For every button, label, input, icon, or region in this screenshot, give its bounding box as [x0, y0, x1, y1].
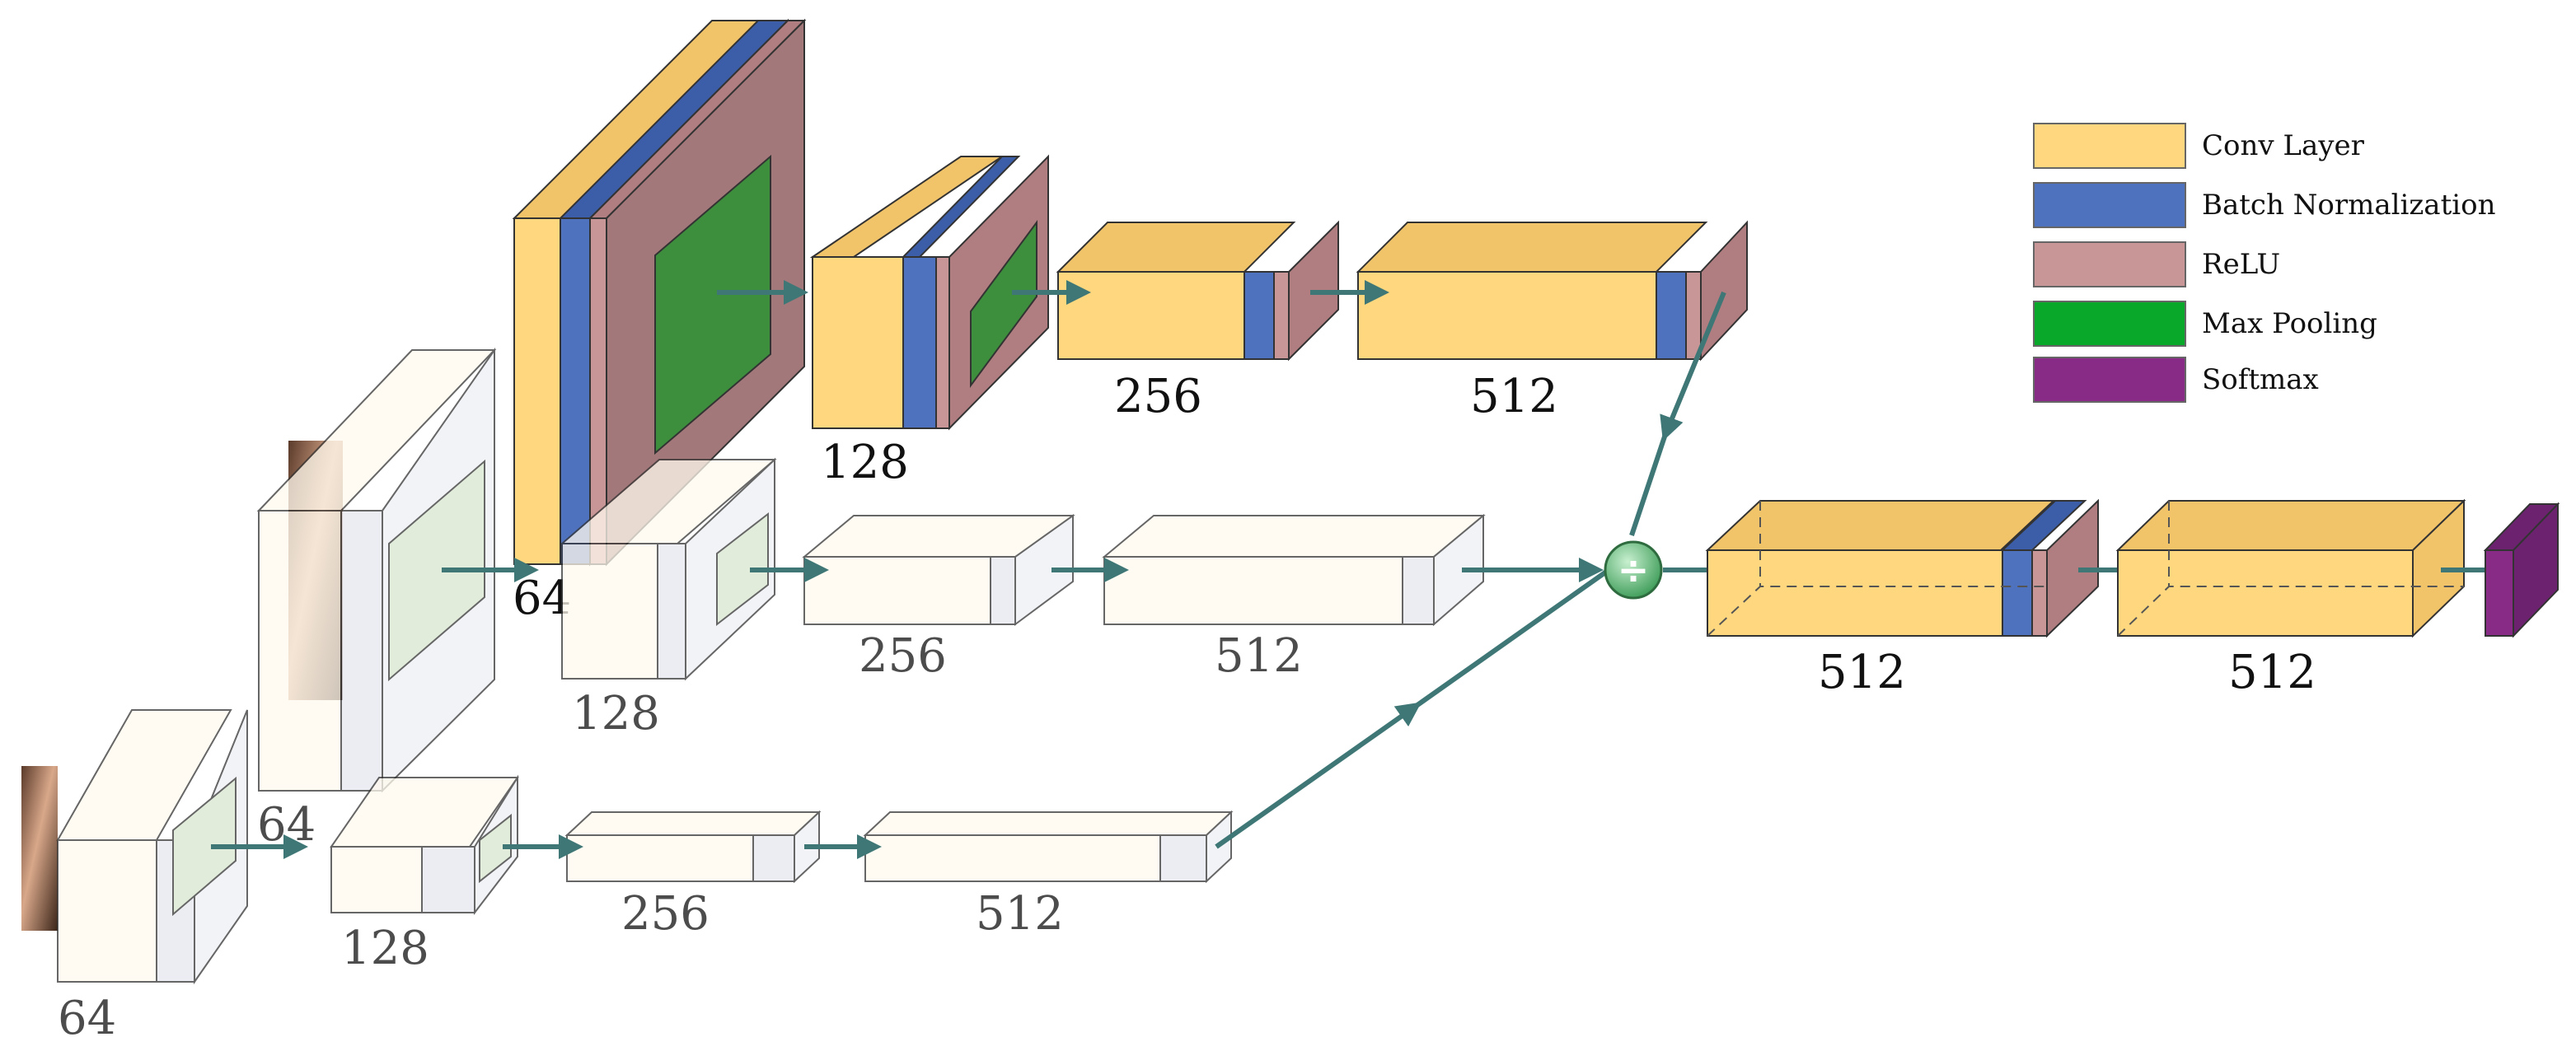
- legend: Conv Layer Batch Normalization ReLU Max …: [2033, 123, 2496, 403]
- middle-branch: 64 128 256 512: [256, 347, 1486, 852]
- label-head-512a: 512: [1818, 646, 1906, 699]
- bot-block-512: [863, 810, 1234, 884]
- legend-swatch-conv: [2033, 123, 2186, 169]
- top-block-512: [1356, 220, 1748, 362]
- label-bot-256: 256: [621, 887, 710, 941]
- label-bot-64: 64: [58, 992, 116, 1045]
- label-top-512: 512: [1470, 370, 1558, 423]
- merge-symbol: ÷: [1618, 548, 1650, 592]
- softmax-block: [2483, 502, 2560, 638]
- mid-block-512: [1102, 513, 1486, 627]
- mid-block-128: [560, 457, 777, 681]
- legend-swatch-maxpool: [2033, 301, 2186, 347]
- top-block-256: [1056, 220, 1339, 362]
- top-maxpool-1: [654, 154, 771, 455]
- label-mid-128: 128: [572, 687, 660, 740]
- top-block-128: [809, 154, 1049, 431]
- bottom-branch: 64 128 256 512: [56, 709, 1234, 1045]
- legend-label-softmax: Softmax: [2202, 363, 2319, 396]
- bot-block-256: [564, 810, 822, 884]
- mid-block-64: [256, 347, 497, 793]
- head-block-512a: [1705, 498, 2099, 638]
- input-face-image-small: [21, 766, 58, 931]
- arrow-top-to-merge: [1629, 291, 1726, 536]
- label-head-512b: 512: [2228, 646, 2316, 699]
- label-mid-512: 512: [1215, 629, 1303, 683]
- bot-block-64: [56, 709, 248, 985]
- label-mid-256: 256: [859, 629, 947, 683]
- legend-label-maxpool: Max Pooling: [2202, 307, 2377, 340]
- legend-label-relu: ReLU: [2202, 248, 2280, 281]
- top-branch: 64 128 256 512: [512, 18, 1748, 625]
- label-top-128: 128: [821, 436, 909, 489]
- arrow-bot-to-merge: [1215, 566, 1613, 849]
- label-mid-64: 64: [257, 798, 316, 852]
- legend-swatch-relu: [2033, 241, 2186, 287]
- head-block-512b: [2115, 498, 2466, 638]
- label-bot-512: 512: [976, 887, 1064, 941]
- legend-swatch-softmax: [2033, 357, 2186, 403]
- merge-node: ÷: [1604, 540, 1663, 600]
- mid-block-256: [802, 514, 1075, 626]
- top-block-64: [512, 18, 807, 567]
- legend-swatch-batchnorm: [2033, 182, 2186, 228]
- label-top-256: 256: [1114, 370, 1202, 423]
- legend-label-batchnorm: Batch Normalization: [2202, 189, 2496, 222]
- label-bot-128: 128: [341, 922, 429, 975]
- bot-block-128: [330, 774, 519, 915]
- legend-label-conv: Conv Layer: [2202, 129, 2365, 162]
